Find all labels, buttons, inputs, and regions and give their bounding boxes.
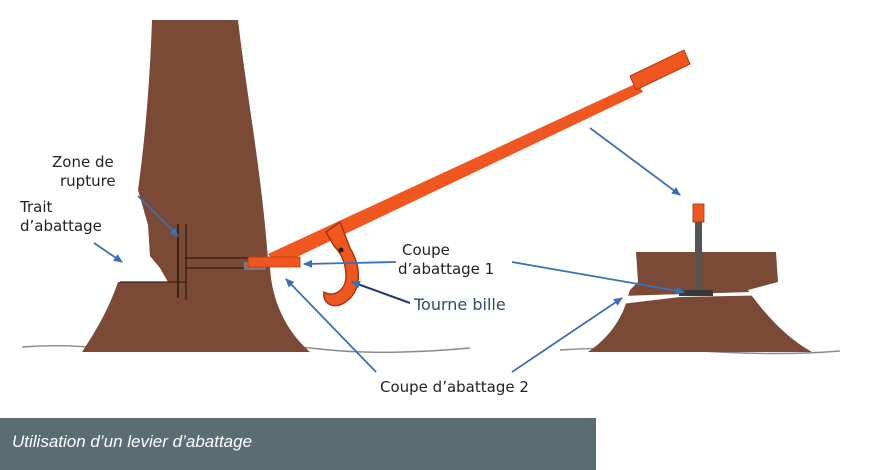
arrow-lever-motion — [589, 127, 681, 196]
label-zone-de-rupture-line1: Zone de — [52, 153, 114, 171]
arrow-trait-abattage — [93, 242, 123, 263]
arrow-coupe-1-right — [511, 261, 685, 295]
label-tourne-bille: Tourne bille — [413, 295, 506, 314]
felling-lever-blade — [247, 256, 301, 268]
stump-right — [588, 252, 812, 352]
lever-upright-foot — [679, 290, 713, 296]
hook-pivot — [338, 247, 344, 253]
tree-trunk-left — [82, 20, 310, 352]
arrow-tourne-bille — [351, 280, 411, 304]
lever-upright-post — [695, 220, 702, 292]
label-trait-abattage-line1: Trait — [19, 198, 52, 216]
felling-lever-diagram: Zone de rupture Trait d’abattage Coupe d… — [19, 20, 841, 396]
lever-upright-tip — [692, 203, 705, 223]
label-coupe-abattage-2: Coupe d’abattage 2 — [380, 378, 529, 396]
caption-bar: Utilisation d’un levier d’abattage — [0, 418, 596, 470]
label-zone-de-rupture-line2: rupture — [60, 172, 116, 190]
arrow-coupe-2-right — [511, 297, 623, 373]
label-trait-abattage-line2: d’abattage — [20, 217, 102, 235]
label-coupe-abattage-1-line1: Coupe — [402, 241, 450, 259]
felling-lever-arm — [268, 83, 643, 266]
arrow-coupe-1-left — [303, 259, 397, 268]
felling-lever-handle — [629, 49, 691, 91]
label-coupe-abattage-1-line2: d’abattage 1 — [398, 260, 494, 278]
arrow-zone-de-rupture — [137, 195, 179, 237]
stump-cut-gap — [620, 291, 782, 304]
figure-caption: Utilisation d’un levier d’abattage — [12, 432, 253, 451]
arrow-coupe-2-left — [285, 278, 377, 373]
